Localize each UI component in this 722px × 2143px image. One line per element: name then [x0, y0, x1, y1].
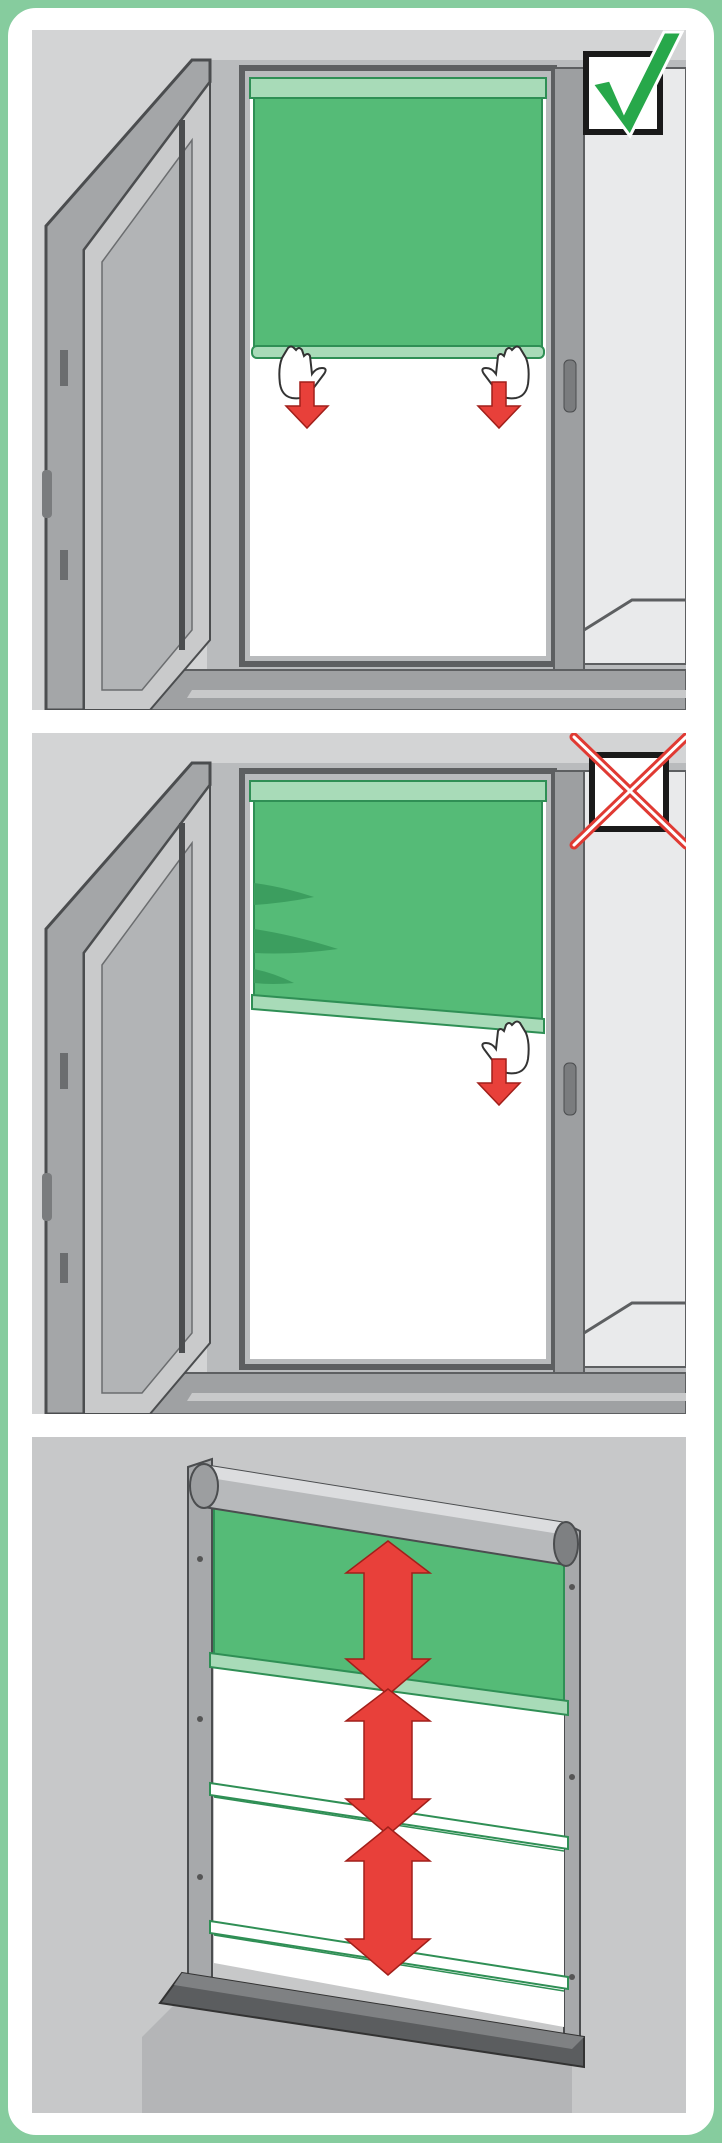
hinge [60, 550, 68, 580]
sash-handle [42, 470, 52, 518]
hinge [60, 350, 68, 386]
scene-correct [32, 30, 686, 710]
panel-blind-range [32, 1437, 686, 2113]
hinge [60, 1253, 68, 1283]
blind-fabric [254, 801, 542, 1023]
right-pane [584, 771, 686, 1367]
blind-headrail [250, 781, 546, 801]
panel-correct-pull [32, 30, 686, 710]
hinge [60, 1053, 68, 1089]
right-pane [584, 68, 686, 664]
blind-headrail [250, 78, 546, 98]
blind-fabric [254, 98, 542, 348]
panel-incorrect-pull [32, 733, 686, 1414]
window-handle [564, 1063, 576, 1115]
sash-handle [42, 1173, 52, 1221]
rail-screw [197, 1556, 203, 1562]
sill-edge [187, 1393, 686, 1401]
rail-screw [569, 1974, 575, 1980]
window-handle [564, 360, 576, 412]
scene-incorrect [32, 733, 686, 1414]
rail-screw [197, 1716, 203, 1722]
rail-screw [197, 1874, 203, 1880]
rail-screw [569, 1584, 575, 1590]
right-rail [564, 1523, 580, 2047]
sill-edge [187, 690, 686, 698]
rail-screw [569, 1774, 575, 1780]
scene-range [32, 1437, 686, 2113]
